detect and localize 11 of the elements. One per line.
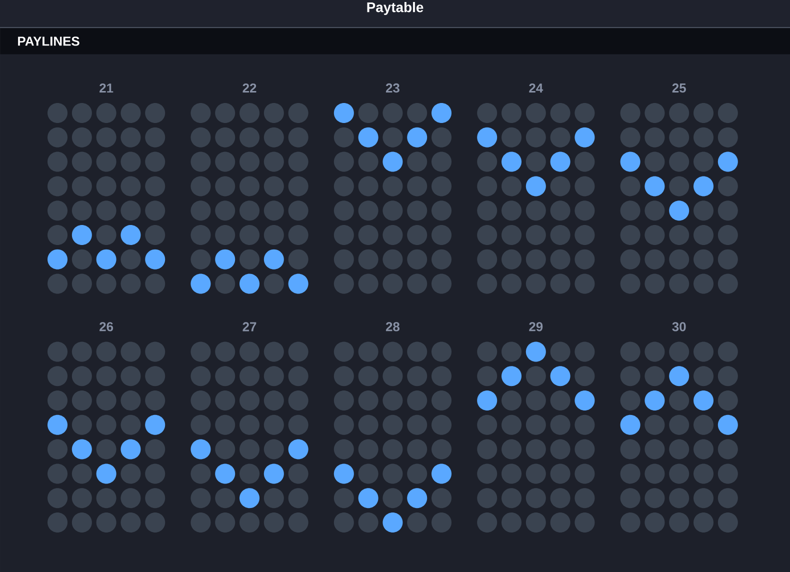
payline-number: 30 bbox=[672, 322, 686, 332]
payline-number: 21 bbox=[100, 83, 114, 93]
payline-number: 27 bbox=[242, 322, 256, 332]
payline-number: 22 bbox=[242, 83, 256, 93]
payline-number: 26 bbox=[100, 322, 114, 332]
payline-number: 29 bbox=[529, 322, 543, 332]
payline-number: 25 bbox=[672, 83, 686, 93]
payline-number: 23 bbox=[386, 83, 400, 93]
payline-number: 28 bbox=[386, 322, 400, 332]
payline-number: 24 bbox=[529, 83, 544, 93]
page-title: Paytable bbox=[367, 2, 424, 15]
